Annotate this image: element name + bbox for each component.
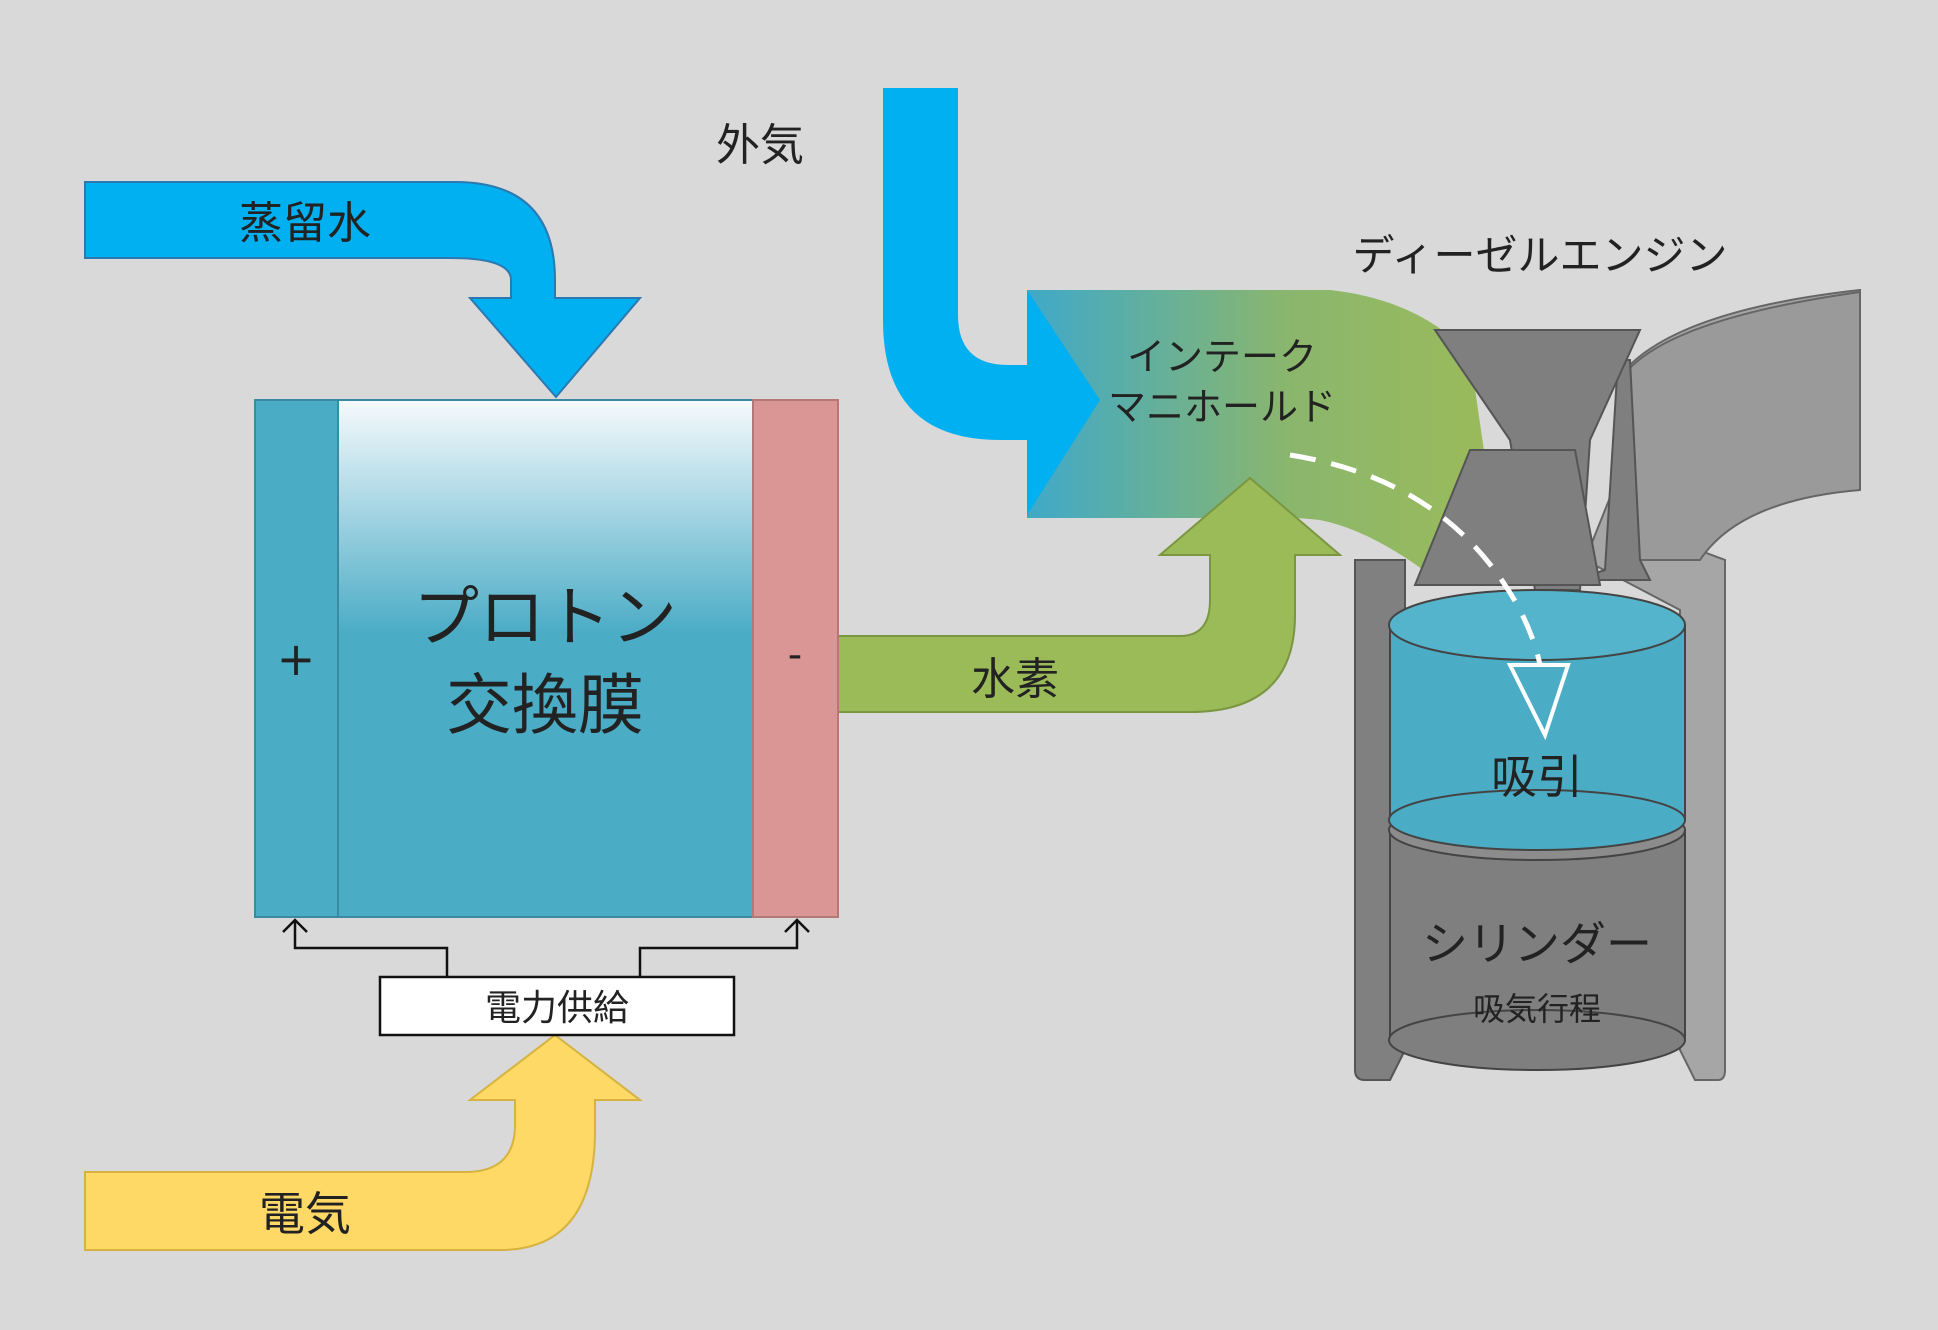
exhaust-port <box>1613 290 1861 561</box>
suction-arrowhead <box>1506 663 1571 741</box>
wire-plus-arrowhead <box>282 918 308 933</box>
cathode-minus-plate <box>752 399 839 918</box>
cylinder-body <box>1389 829 1686 1041</box>
intake-valve-head <box>1413 449 1602 586</box>
plus-sign-label: + <box>277 632 316 686</box>
distilled-water-label: 蒸留水 <box>239 198 371 249</box>
dashed-down-arrow-icon <box>1289 452 1571 741</box>
diesel-engine-label: ディーゼルエンジン <box>1352 231 1727 280</box>
intake-manifold-label-line1: インテーク <box>1127 335 1317 379</box>
electricity-label: 電気 <box>259 1187 351 1241</box>
hydrogen-arrow <box>837 476 1343 713</box>
suction-label: 吸引 <box>1491 750 1583 804</box>
anode-plus-plate <box>254 399 339 918</box>
minus-sign-label: - <box>788 632 802 678</box>
pem-label-line1: プロトン <box>413 579 677 656</box>
exhaust-valve <box>1574 359 1652 581</box>
cylinder-bottom <box>1388 1009 1686 1071</box>
intake-manifold <box>1027 290 1500 575</box>
power-supply-box <box>378 975 736 1037</box>
pem-membrane <box>337 399 754 918</box>
cylinder-label: シリンダー <box>1422 917 1652 971</box>
wire-minus-arrowhead <box>784 918 810 933</box>
electricity-arrow <box>84 1033 643 1251</box>
wire-to-minus <box>638 920 799 977</box>
curved-down-arrow-icon <box>84 181 643 399</box>
pem-cell <box>254 399 839 918</box>
suction-volume-top <box>1388 589 1686 661</box>
suction-volume-bottom <box>1388 789 1686 851</box>
suction-arrow-path <box>1289 452 1543 666</box>
outside-air-label: 外気 <box>716 120 804 171</box>
wire-to-plus <box>293 920 449 977</box>
pem-label-line2: 交換膜 <box>446 667 644 744</box>
power-supply-label: 電力供給 <box>485 988 629 1029</box>
curved-right-arrow-icon <box>883 88 1100 515</box>
intake-stroke-label: 吸気行程 <box>1473 990 1601 1028</box>
intake-manifold-label-line2: マニホールド <box>1108 385 1336 429</box>
hydrogen-label: 水素 <box>971 654 1059 705</box>
power-wiring <box>282 918 810 977</box>
